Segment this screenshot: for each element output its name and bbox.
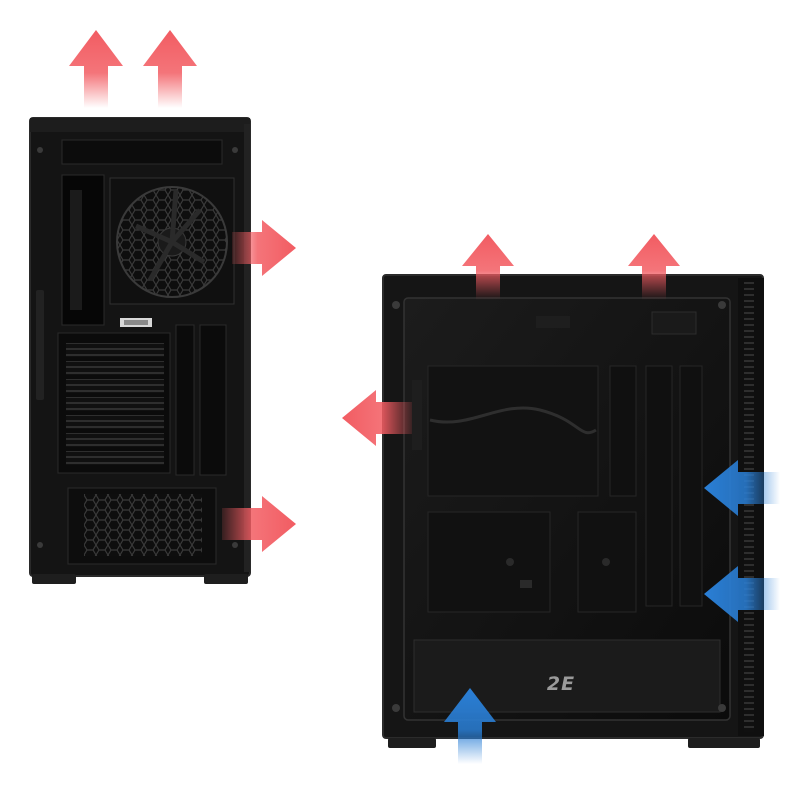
case-foot xyxy=(204,574,248,584)
arrow-up-icon xyxy=(444,688,496,764)
case-foot xyxy=(688,738,760,748)
case-foot xyxy=(32,574,76,584)
expansion-slots xyxy=(57,332,171,474)
rear-fan xyxy=(109,177,235,305)
top-vent xyxy=(61,139,223,165)
arrow-right-icon xyxy=(232,220,296,276)
psu-mount xyxy=(67,487,217,565)
case-foot xyxy=(388,738,436,748)
arrow-up-icon xyxy=(628,234,680,300)
arrow-up-icon xyxy=(462,234,514,300)
arrow-left-icon xyxy=(704,460,780,516)
arrow-up-icon xyxy=(143,30,197,108)
brand-logo: 2E xyxy=(546,673,576,695)
side-view-case xyxy=(382,274,764,748)
arrow-right-icon xyxy=(222,496,296,552)
arrow-left-icon xyxy=(704,566,780,622)
rear-view-case xyxy=(29,117,251,584)
arrow-up-icon xyxy=(69,30,123,108)
io-shield-area xyxy=(61,174,105,326)
arrow-left-icon xyxy=(342,390,412,446)
